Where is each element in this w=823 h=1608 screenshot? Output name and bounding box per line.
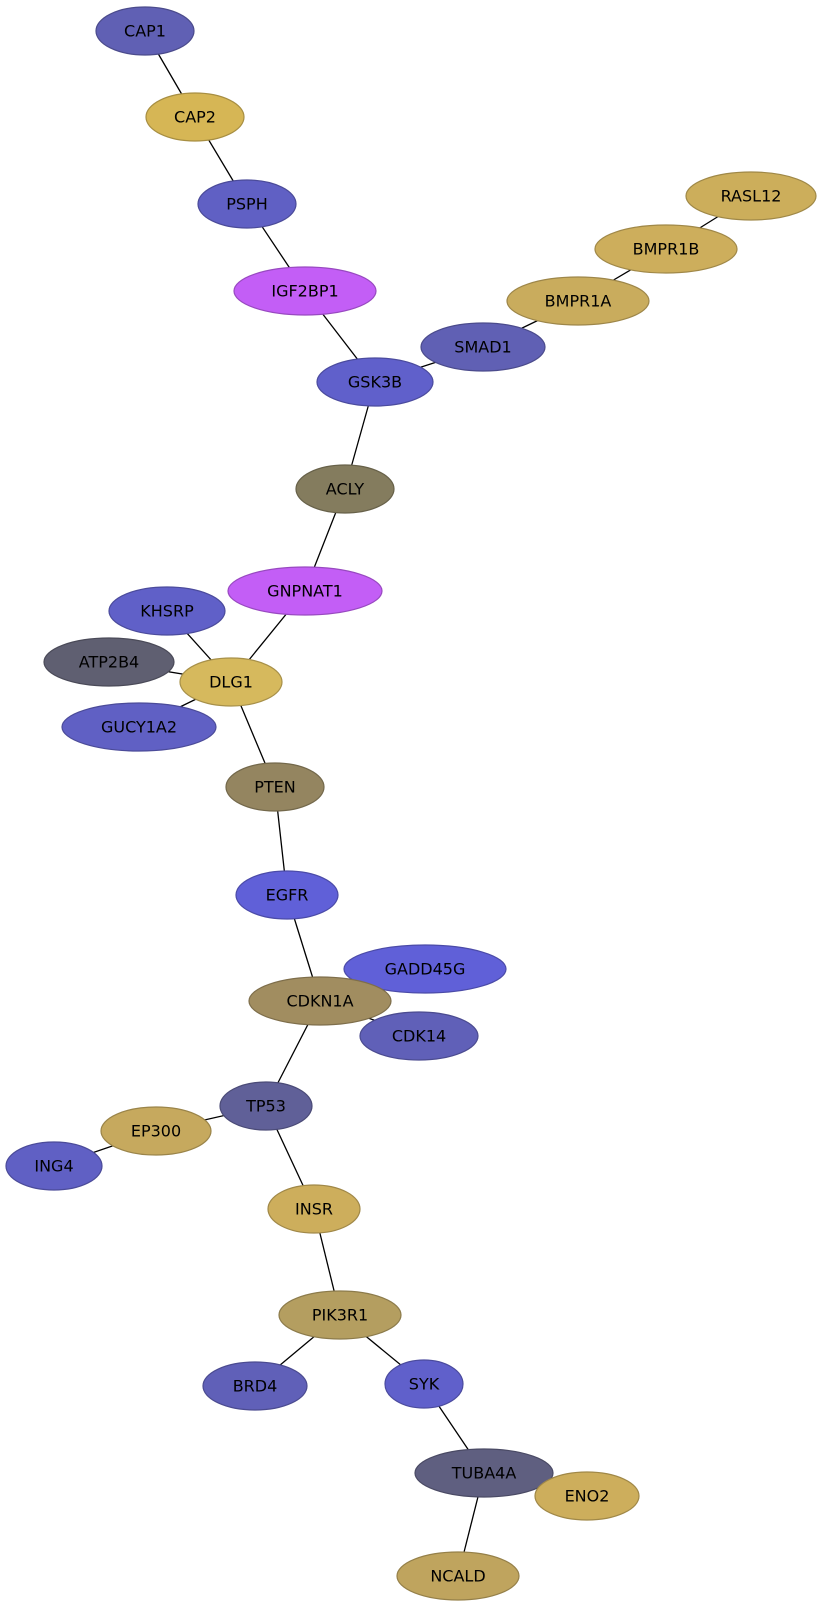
- node-tp53[interactable]: TP53: [219, 1081, 313, 1131]
- node-ellipse: [5, 1141, 103, 1191]
- node-label: INSR: [295, 1200, 333, 1219]
- node-ncald[interactable]: NCALD: [396, 1551, 520, 1601]
- node-label: TUBA4A: [451, 1464, 517, 1483]
- node-psph[interactable]: PSPH: [197, 179, 297, 229]
- node-label: NCALD: [430, 1567, 485, 1586]
- node-label: PIK3R1: [312, 1306, 368, 1325]
- node-cdk14[interactable]: CDK14: [359, 1011, 479, 1061]
- node-cdkn1a[interactable]: CDKN1A: [248, 976, 392, 1026]
- node-label: CDK14: [392, 1027, 446, 1046]
- node-label: BMPR1B: [633, 240, 700, 259]
- node-smad1[interactable]: SMAD1: [420, 322, 546, 372]
- node-ellipse: [225, 762, 325, 812]
- node-ellipse: [43, 637, 175, 687]
- node-ellipse: [267, 1184, 361, 1234]
- node-ellipse: [384, 1359, 464, 1409]
- node-eno2[interactable]: ENO2: [534, 1471, 640, 1521]
- node-gsk3b[interactable]: GSK3B: [316, 357, 434, 407]
- node-ellipse: [534, 1471, 640, 1521]
- node-label: GUCY1A2: [101, 718, 177, 737]
- node-label: GADD45G: [385, 960, 466, 979]
- node-label: ACLY: [326, 480, 365, 499]
- node-ellipse: [316, 357, 434, 407]
- node-ellipse: [685, 171, 817, 221]
- node-cap1[interactable]: CAP1: [95, 6, 195, 56]
- node-atp2b4[interactable]: ATP2B4: [43, 637, 175, 687]
- node-ing4[interactable]: ING4: [5, 1141, 103, 1191]
- node-ellipse: [235, 870, 339, 920]
- node-label: CAP1: [124, 22, 166, 41]
- node-label: IGF2BP1: [271, 282, 338, 301]
- node-gnpnat1[interactable]: GNPNAT1: [227, 566, 383, 616]
- node-label: DLG1: [209, 673, 253, 692]
- node-label: SYK: [409, 1375, 440, 1394]
- node-label: CAP2: [174, 108, 216, 127]
- node-ellipse: [396, 1551, 520, 1601]
- node-pik3r1[interactable]: PIK3R1: [278, 1290, 402, 1340]
- node-brd4[interactable]: BRD4: [202, 1361, 308, 1411]
- node-ellipse: [179, 657, 283, 707]
- node-bmpr1b[interactable]: BMPR1B: [594, 224, 738, 274]
- node-label: CDKN1A: [286, 992, 353, 1011]
- node-igf2bp1[interactable]: IGF2BP1: [233, 266, 377, 316]
- node-ellipse: [233, 266, 377, 316]
- node-label: BRD4: [233, 1377, 278, 1396]
- node-ellipse: [100, 1106, 212, 1156]
- node-dlg1[interactable]: DLG1: [179, 657, 283, 707]
- node-label: EP300: [131, 1122, 181, 1141]
- node-ellipse: [414, 1448, 554, 1498]
- node-ellipse: [95, 6, 195, 56]
- node-ellipse: [219, 1081, 313, 1131]
- node-ellipse: [359, 1011, 479, 1061]
- node-ellipse: [61, 702, 217, 752]
- node-label: KHSRP: [140, 602, 194, 621]
- node-gucy1a2[interactable]: GUCY1A2: [61, 702, 217, 752]
- node-cap2[interactable]: CAP2: [145, 92, 245, 142]
- node-ellipse: [506, 276, 650, 326]
- node-rasl12[interactable]: RASL12: [685, 171, 817, 221]
- node-label: BMPR1A: [545, 292, 612, 311]
- node-label: PTEN: [254, 778, 296, 797]
- node-ellipse: [420, 322, 546, 372]
- node-label: EGFR: [266, 886, 309, 905]
- node-gadd45g[interactable]: GADD45G: [343, 944, 507, 994]
- node-label: ING4: [34, 1157, 73, 1176]
- node-bmpr1a[interactable]: BMPR1A: [506, 276, 650, 326]
- node-ellipse: [278, 1290, 402, 1340]
- node-label: GNPNAT1: [267, 582, 343, 601]
- node-ellipse: [343, 944, 507, 994]
- node-label: ENO2: [565, 1487, 610, 1506]
- node-ellipse: [202, 1361, 308, 1411]
- node-label: GSK3B: [348, 373, 402, 392]
- node-ep300[interactable]: EP300: [100, 1106, 212, 1156]
- node-ellipse: [145, 92, 245, 142]
- node-label: RASL12: [721, 187, 782, 206]
- node-ellipse: [197, 179, 297, 229]
- node-tuba4a[interactable]: TUBA4A: [414, 1448, 554, 1498]
- node-khsrp[interactable]: KHSRP: [108, 586, 226, 636]
- node-label: PSPH: [226, 195, 267, 214]
- node-ellipse: [108, 586, 226, 636]
- node-label: ATP2B4: [79, 653, 139, 672]
- node-syk[interactable]: SYK: [384, 1359, 464, 1409]
- node-ellipse: [248, 976, 392, 1026]
- node-acly[interactable]: ACLY: [295, 464, 395, 514]
- node-insr[interactable]: INSR: [267, 1184, 361, 1234]
- node-pten[interactable]: PTEN: [225, 762, 325, 812]
- node-ellipse: [295, 464, 395, 514]
- node-label: SMAD1: [454, 338, 511, 357]
- node-ellipse: [594, 224, 738, 274]
- node-egfr[interactable]: EGFR: [235, 870, 339, 920]
- node-ellipse: [227, 566, 383, 616]
- node-label: TP53: [245, 1097, 286, 1116]
